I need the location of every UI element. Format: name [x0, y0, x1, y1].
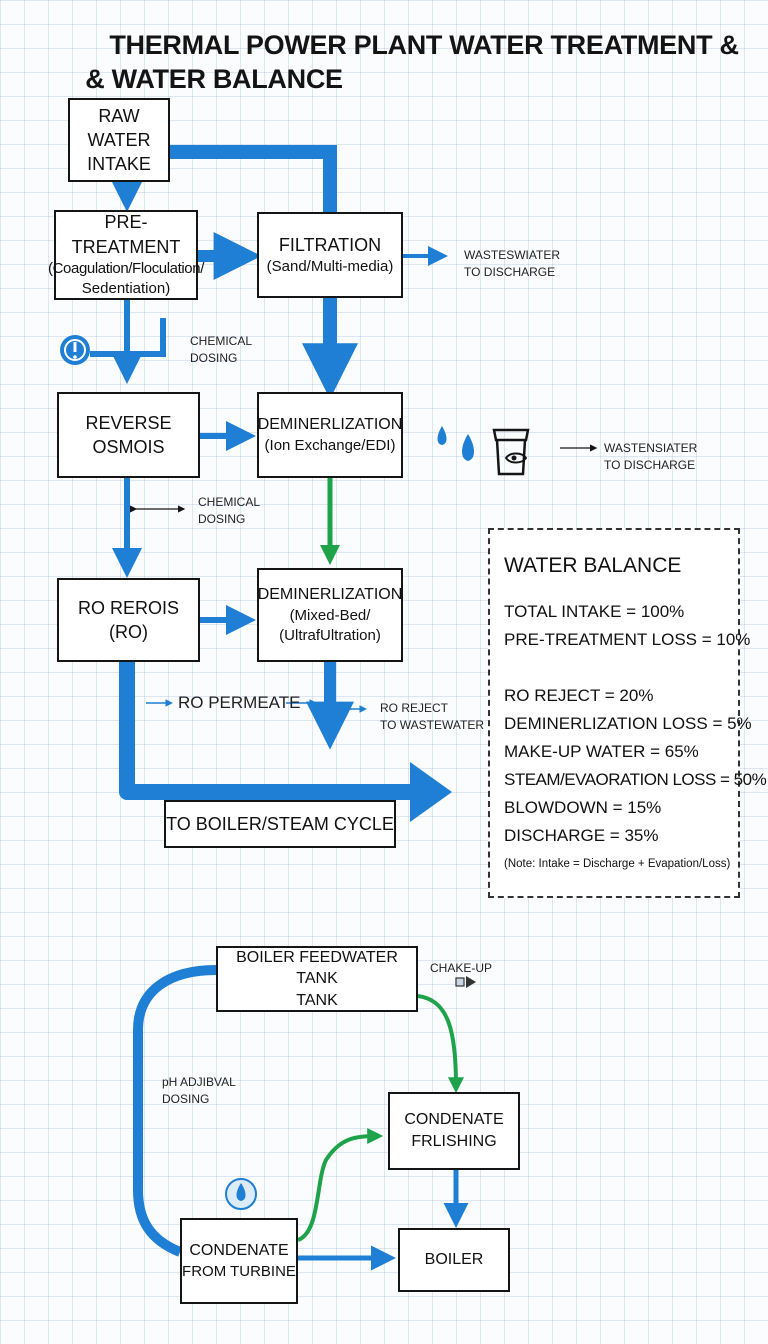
water-balance-title: WATER BALANCE: [504, 554, 682, 577]
to-boiler-main-line: [119, 662, 420, 800]
box-heading: DEMINERLIZATION: [257, 416, 403, 434]
balance-row: MAKE-UP WATER = 65%: [504, 742, 699, 761]
to-boiler-main-arrowhead: [410, 762, 452, 822]
ph-dosing-label: pH ADJIBVAL DOSING: [162, 1074, 236, 1109]
wastewater-label-1: WASTESWIATER TO DISCHARGE: [464, 247, 560, 282]
balance-row: STEAM/EVAORATION LOSS = 50%: [504, 770, 767, 789]
box-line: INTAKE: [87, 154, 151, 175]
box-line: TANK: [296, 991, 338, 1009]
chemical-dosing-label-1: CHEMICAL DOSING: [190, 333, 252, 368]
water-balance-panel: WATER BALANCE TOTAL INTAKE = 100% PRE-TR…: [488, 528, 767, 898]
intake-bypass-line: [170, 145, 337, 212]
label-line: TO WASTEWATER: [380, 718, 484, 733]
box-subtext: FROM TURBINE: [182, 1262, 296, 1280]
turbine-return-loop: [133, 965, 217, 1257]
balance-row: BLOWDOWN = 15%: [504, 798, 662, 817]
label-line: DOSING: [190, 351, 238, 366]
box-heading: DEMINERLIZATION: [257, 585, 403, 603]
box-subtext: (Coagulation/Floculation/: [48, 260, 204, 278]
condensate-from-turbine-box: CONDENATE FROM TURBINE: [180, 1218, 298, 1304]
balance-note: (Note: Intake = Discharge + Evapation/Lo…: [504, 858, 731, 870]
boiler-box: BOILER: [398, 1228, 510, 1292]
pretreatment-box: PRE-TREATMENT (Coagulation/Floculation/ …: [48, 210, 204, 300]
balance-row: DISCHARGE = 35%: [504, 826, 659, 845]
raw-water-intake-box: RAW WATER INTAKE: [68, 98, 170, 182]
filtration-box: FILTRATION (Sand/Multi-media): [257, 212, 403, 298]
box-subtext: (Mixed-Bed/: [289, 606, 371, 624]
label-line: TO DISCHARGE: [604, 458, 696, 473]
demineralization-ion-exchange-box: DEMINERLIZATION (Ion Exchange/EDI): [257, 392, 403, 478]
box-line: TO BOILER/STEAM CYCLE: [166, 813, 394, 834]
box-line: RO REROIS: [77, 597, 179, 618]
box-subtext: (UltrafUltration): [279, 626, 381, 644]
balance-row: TOTAL INTAKE = 100%: [504, 602, 685, 621]
chake-up-label: CHAKE-UP: [430, 961, 493, 975]
dosing-injection-line: [90, 318, 166, 357]
box-line: CONDENATE: [404, 1111, 504, 1129]
balance-row: PRE-TREATMENT LOSS = 10%: [504, 630, 751, 649]
label-line: WASTESWIATER: [464, 248, 560, 262]
water-drop-icon: [437, 426, 447, 445]
warning-drop-icon: [60, 335, 90, 365]
label-line: RO REJECT: [380, 701, 449, 715]
box-subtext: (Ion Exchange/EDI): [264, 436, 396, 454]
wastewater-label-2: WASTENSIATER TO DISCHARGE: [604, 440, 697, 475]
diagram-title-line2: & WATER BALANCE: [85, 64, 343, 94]
balance-row: DEMINERLIZATION LOSS = 5%: [504, 714, 752, 733]
condensate-polishing-box: CONDENATE FRLISHING: [388, 1092, 520, 1170]
box-line: (RO): [109, 622, 148, 642]
boiler-feedwater-tank-box: BOILER FEEDWATER TANK TANK: [216, 946, 418, 1012]
box-subtext: Sedentiation): [81, 280, 171, 298]
label-line: CHEMICAL: [198, 495, 261, 509]
label-line: CHEMICAL: [190, 334, 253, 348]
diagram-title-line1: THERMAL POWER PLANT WATER TREATMENT &: [109, 30, 739, 60]
box-heading: PRE-TREATMENT: [71, 212, 181, 257]
to-boiler-steam-cycle-box: TO BOILER/STEAM CYCLE: [164, 800, 396, 848]
reverse-osmosis-box: REVERSE OSMOIS: [57, 392, 200, 478]
chemical-dosing-label-2: CHEMICAL DOSING: [198, 494, 260, 529]
box-line: REVERSE: [85, 412, 172, 433]
box-line: BOILER FEEDWATER TANK: [236, 948, 398, 988]
ro-reject-label: RO REJECT TO WASTEWATER: [380, 700, 484, 735]
water-drop-icon: [462, 434, 474, 461]
ro-permeate-label: RO PERMEATE: [178, 693, 301, 712]
tank-icon: [492, 428, 530, 476]
label-line: DOSING: [162, 1092, 210, 1107]
label-line: TO DISCHARGE: [464, 265, 556, 280]
label-line: WASTENSIATER: [604, 441, 698, 455]
box-line: FRLISHING: [411, 1133, 497, 1150]
box-line: BOILER: [424, 1251, 484, 1269]
ro-rerois-box: RO REROIS (RO): [57, 578, 200, 662]
label-line: DOSING: [198, 512, 246, 527]
demineralization-mixed-bed-box: DEMINERLIZATION (Mixed-Bed/ (UltrafUltra…: [257, 568, 403, 662]
turbine-to-polishing-arrow: [297, 1128, 384, 1242]
box-heading: FILTRATION: [278, 234, 382, 255]
label-line: pH ADJIBVAL: [162, 1075, 236, 1089]
box-heading: CONDENATE: [189, 1242, 289, 1260]
balance-row: RO REJECT = 20%: [504, 686, 654, 705]
makeup-to-polishing-arrow: [417, 994, 464, 1094]
drop-badge-icon: [225, 1178, 257, 1210]
box-line: RAW WATER: [87, 105, 151, 150]
box-subtext: (Sand/Multi-media): [266, 258, 394, 276]
box-line: OSMOIS: [92, 437, 165, 457]
valve-icon: [455, 976, 476, 988]
